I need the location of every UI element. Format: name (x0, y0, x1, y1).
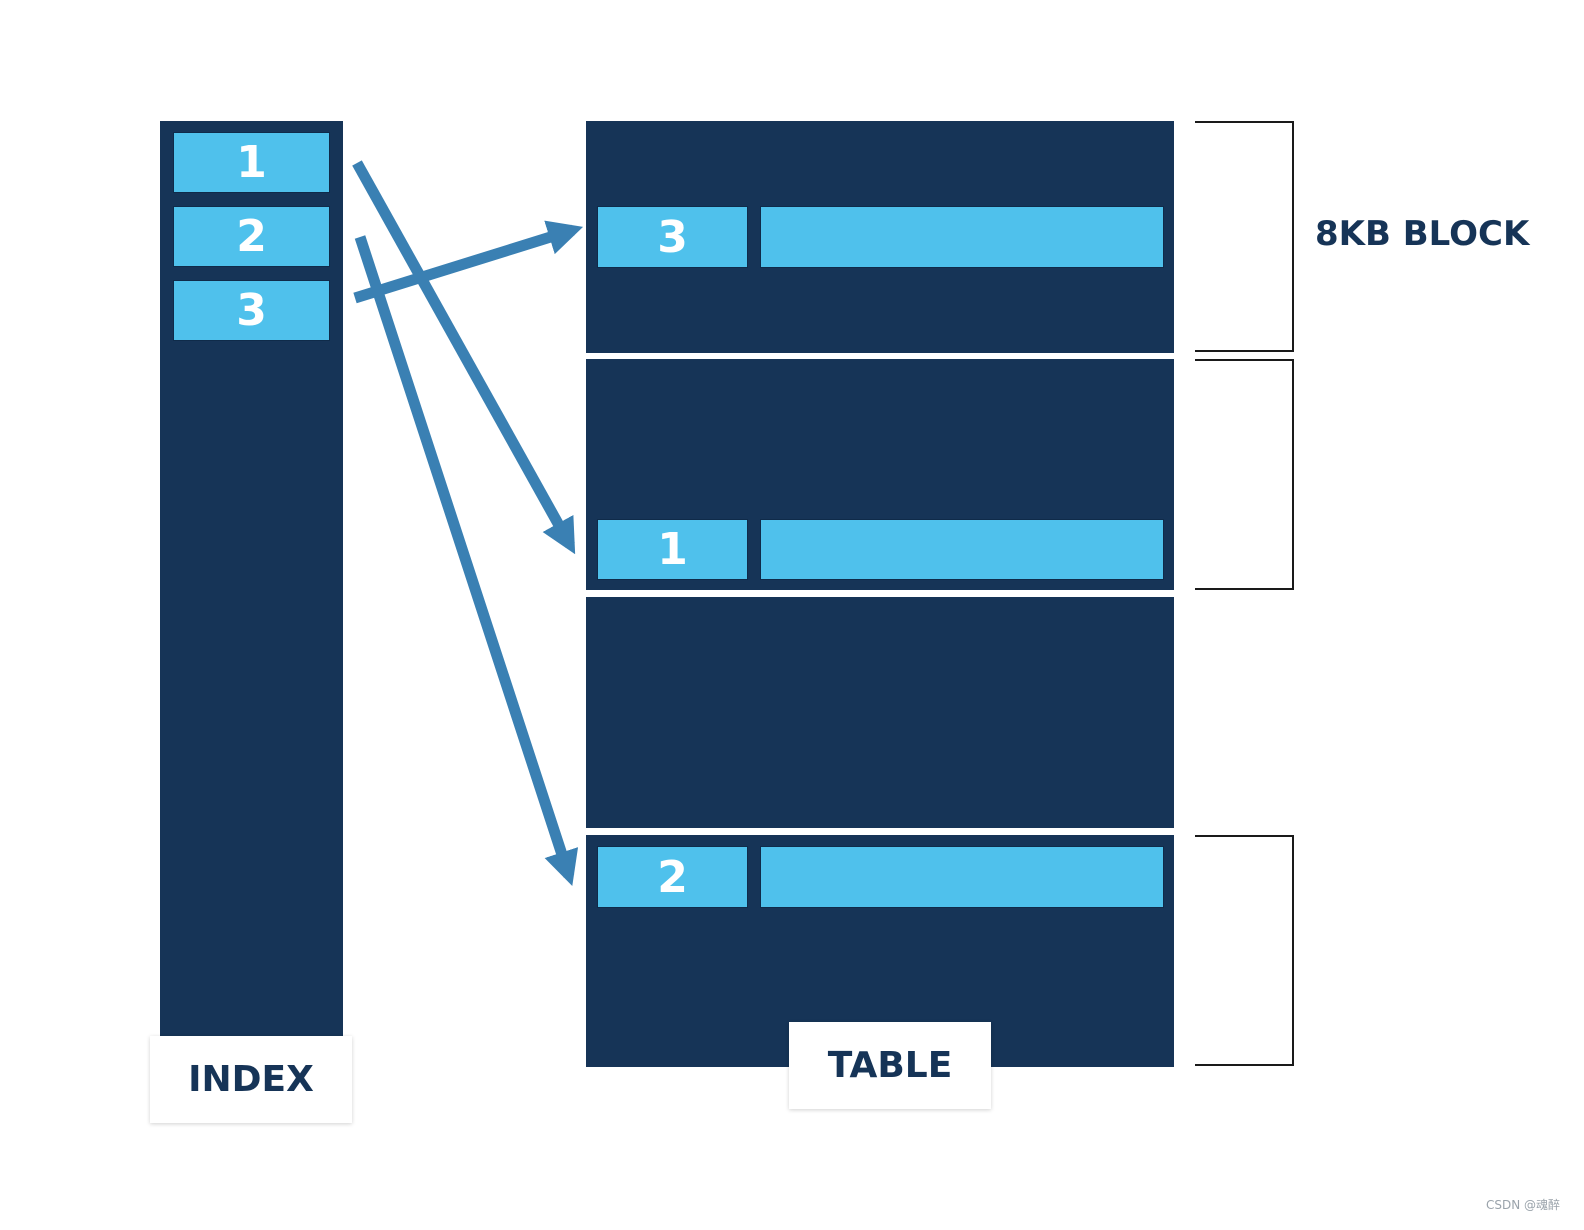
watermark: CSDN @魂醉 (1486, 1198, 1561, 1212)
index-entry-3: 3 (173, 280, 330, 341)
index-entry-label: 1 (236, 137, 267, 188)
table-row-key-label: 3 (657, 211, 688, 263)
table-block-3 (586, 597, 1174, 828)
table-row-data (760, 519, 1164, 580)
table-row-data (760, 206, 1164, 268)
table-label: TABLE (827, 1045, 953, 1086)
index-entry-label: 2 (236, 211, 267, 262)
index-entry-2: 2 (173, 206, 330, 267)
block-bracket (1195, 121, 1294, 352)
block-bracket (1195, 359, 1294, 590)
table-row-key: 1 (597, 519, 748, 580)
table-label-box: TABLE (789, 1022, 991, 1109)
index-entry-label: 3 (236, 285, 267, 336)
table-row-key: 2 (597, 846, 748, 908)
block-size-label: 8KB BLOCK (1315, 214, 1530, 254)
index-entry-3-arrow (353, 220, 584, 304)
index-label: INDEX (188, 1059, 314, 1100)
index-entry-2-arrow (354, 235, 579, 887)
index-column (160, 121, 343, 1041)
index-entry-1: 1 (173, 132, 330, 193)
table-row-key-label: 1 (657, 524, 688, 575)
index-label-box: INDEX (150, 1036, 352, 1123)
block-bracket (1195, 835, 1294, 1066)
table-row-key-label: 2 (657, 851, 688, 903)
table-row-key: 3 (597, 206, 748, 268)
table-row-data (760, 846, 1164, 908)
index-entry-1-arrow (352, 160, 576, 555)
